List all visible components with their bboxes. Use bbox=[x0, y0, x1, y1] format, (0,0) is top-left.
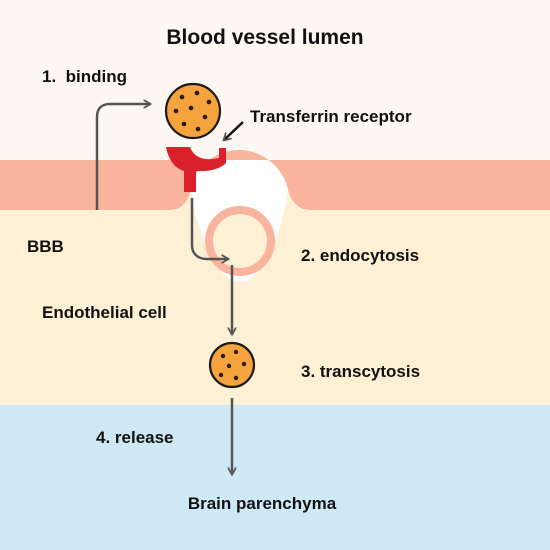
brain-parenchyma-label: Brain parenchyma bbox=[188, 494, 337, 513]
blood-vessel-lumen-region bbox=[0, 0, 550, 160]
transferrin-receptor-icon bbox=[166, 147, 226, 192]
step-transcytosis-label: 3. transcytosis bbox=[301, 362, 420, 381]
nanoparticle-bound-icon bbox=[164, 82, 222, 140]
endocytosis-arrow bbox=[190, 198, 228, 259]
endothelial-membrane-band bbox=[0, 150, 550, 210]
transferrin-receptor-label: Transferrin receptor bbox=[250, 107, 412, 126]
endocytic-vesicle-pocket bbox=[205, 206, 275, 276]
diagram-title: Blood vessel lumen bbox=[166, 26, 363, 49]
bbb-label: BBB bbox=[27, 237, 64, 256]
receptor-pointer-arrow bbox=[224, 121, 244, 140]
endothelial-cell-region bbox=[0, 190, 550, 405]
binding-arrow bbox=[95, 104, 150, 210]
step-release-label: 4. release bbox=[96, 428, 174, 447]
nanoparticle-transcytosis-icon bbox=[208, 341, 256, 389]
step-endocytosis-label: 2. endocytosis bbox=[301, 246, 419, 265]
brain-parenchyma-region bbox=[0, 405, 550, 550]
step-binding-label: 1. binding bbox=[42, 67, 127, 86]
endothelial-cell-label: Endothelial cell bbox=[42, 303, 167, 322]
